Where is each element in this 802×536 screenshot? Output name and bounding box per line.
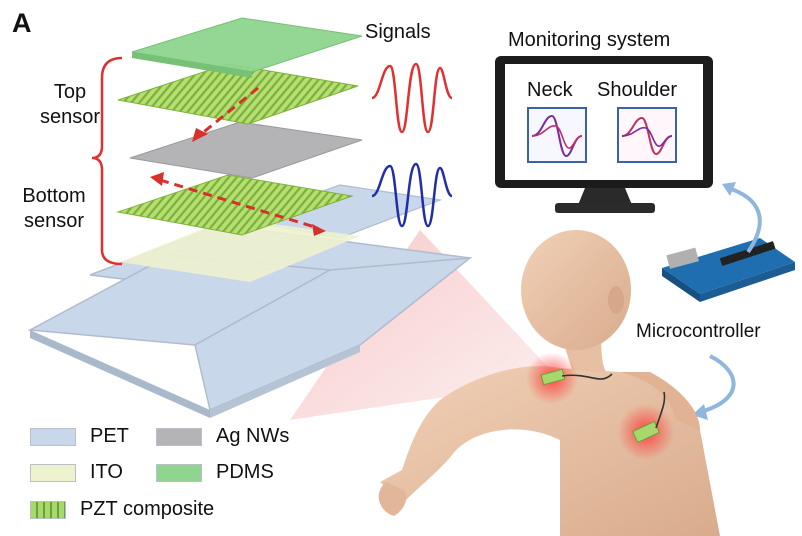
arrow-head-left: [150, 172, 164, 186]
top-signal-wave: [371, 62, 453, 134]
monitoring-system-label: Monitoring system: [508, 29, 671, 51]
projection-beam: [290, 230, 560, 420]
microcontroller-label: Microcontroller: [636, 321, 761, 342]
shoulder-label: Shoulder: [597, 79, 678, 101]
neck-sensor: [540, 368, 566, 386]
sensor-wire: [561, 373, 613, 380]
sensor-wire-2: [655, 391, 666, 429]
panel-label: A: [12, 8, 32, 38]
arrow-head-right: [312, 224, 326, 236]
legend-label-pet: PET: [90, 425, 129, 447]
legend-swatch-ito: [30, 463, 76, 482]
top-pzt-layer: [117, 63, 359, 125]
legend-label-ito: ITO: [90, 461, 123, 483]
bottom-signal-wave: [371, 162, 453, 228]
legend-label-ag-nws: Ag NWs: [216, 425, 290, 447]
ito-layer: [120, 218, 360, 282]
bottom-sensor-label: Bottom sensor: [22, 185, 86, 232]
strain-arrows: [159, 86, 319, 230]
microcontroller-board: [662, 238, 795, 302]
legend-item-pzt: PZT composite: [30, 498, 214, 521]
legend-item-pet: PET: [30, 425, 129, 448]
signals-label: Signals: [365, 21, 431, 43]
legend-swatch-pet: [30, 427, 76, 446]
cycle-arrow-up: [727, 186, 762, 254]
legend-item-ag-nws: Ag NWs: [156, 425, 289, 448]
neck-label: Neck: [527, 79, 573, 101]
legend-item-pdms: PDMS: [156, 461, 274, 484]
legend-swatch-ag-nws: [156, 427, 202, 446]
cycle-arrow-down: [699, 354, 736, 414]
legend-label-pzt: PZT composite: [80, 498, 215, 520]
legend-swatch-pdms: [156, 463, 202, 482]
legend-item-ito: ITO: [30, 461, 123, 484]
ag-nws-layer: [129, 121, 363, 179]
pdms-layer: [131, 17, 363, 73]
top-sensor-label: Top sensor: [39, 81, 101, 128]
arrow-head-top: [192, 128, 208, 142]
legend-label-pdms: PDMS: [216, 461, 274, 483]
bottom-sensor-bracket: [100, 170, 123, 266]
bottom-pzt-layer: [116, 174, 354, 236]
top-sensor-bracket: [91, 56, 123, 171]
legend-swatch-pzt: [30, 500, 66, 519]
monitor: [495, 56, 713, 213]
